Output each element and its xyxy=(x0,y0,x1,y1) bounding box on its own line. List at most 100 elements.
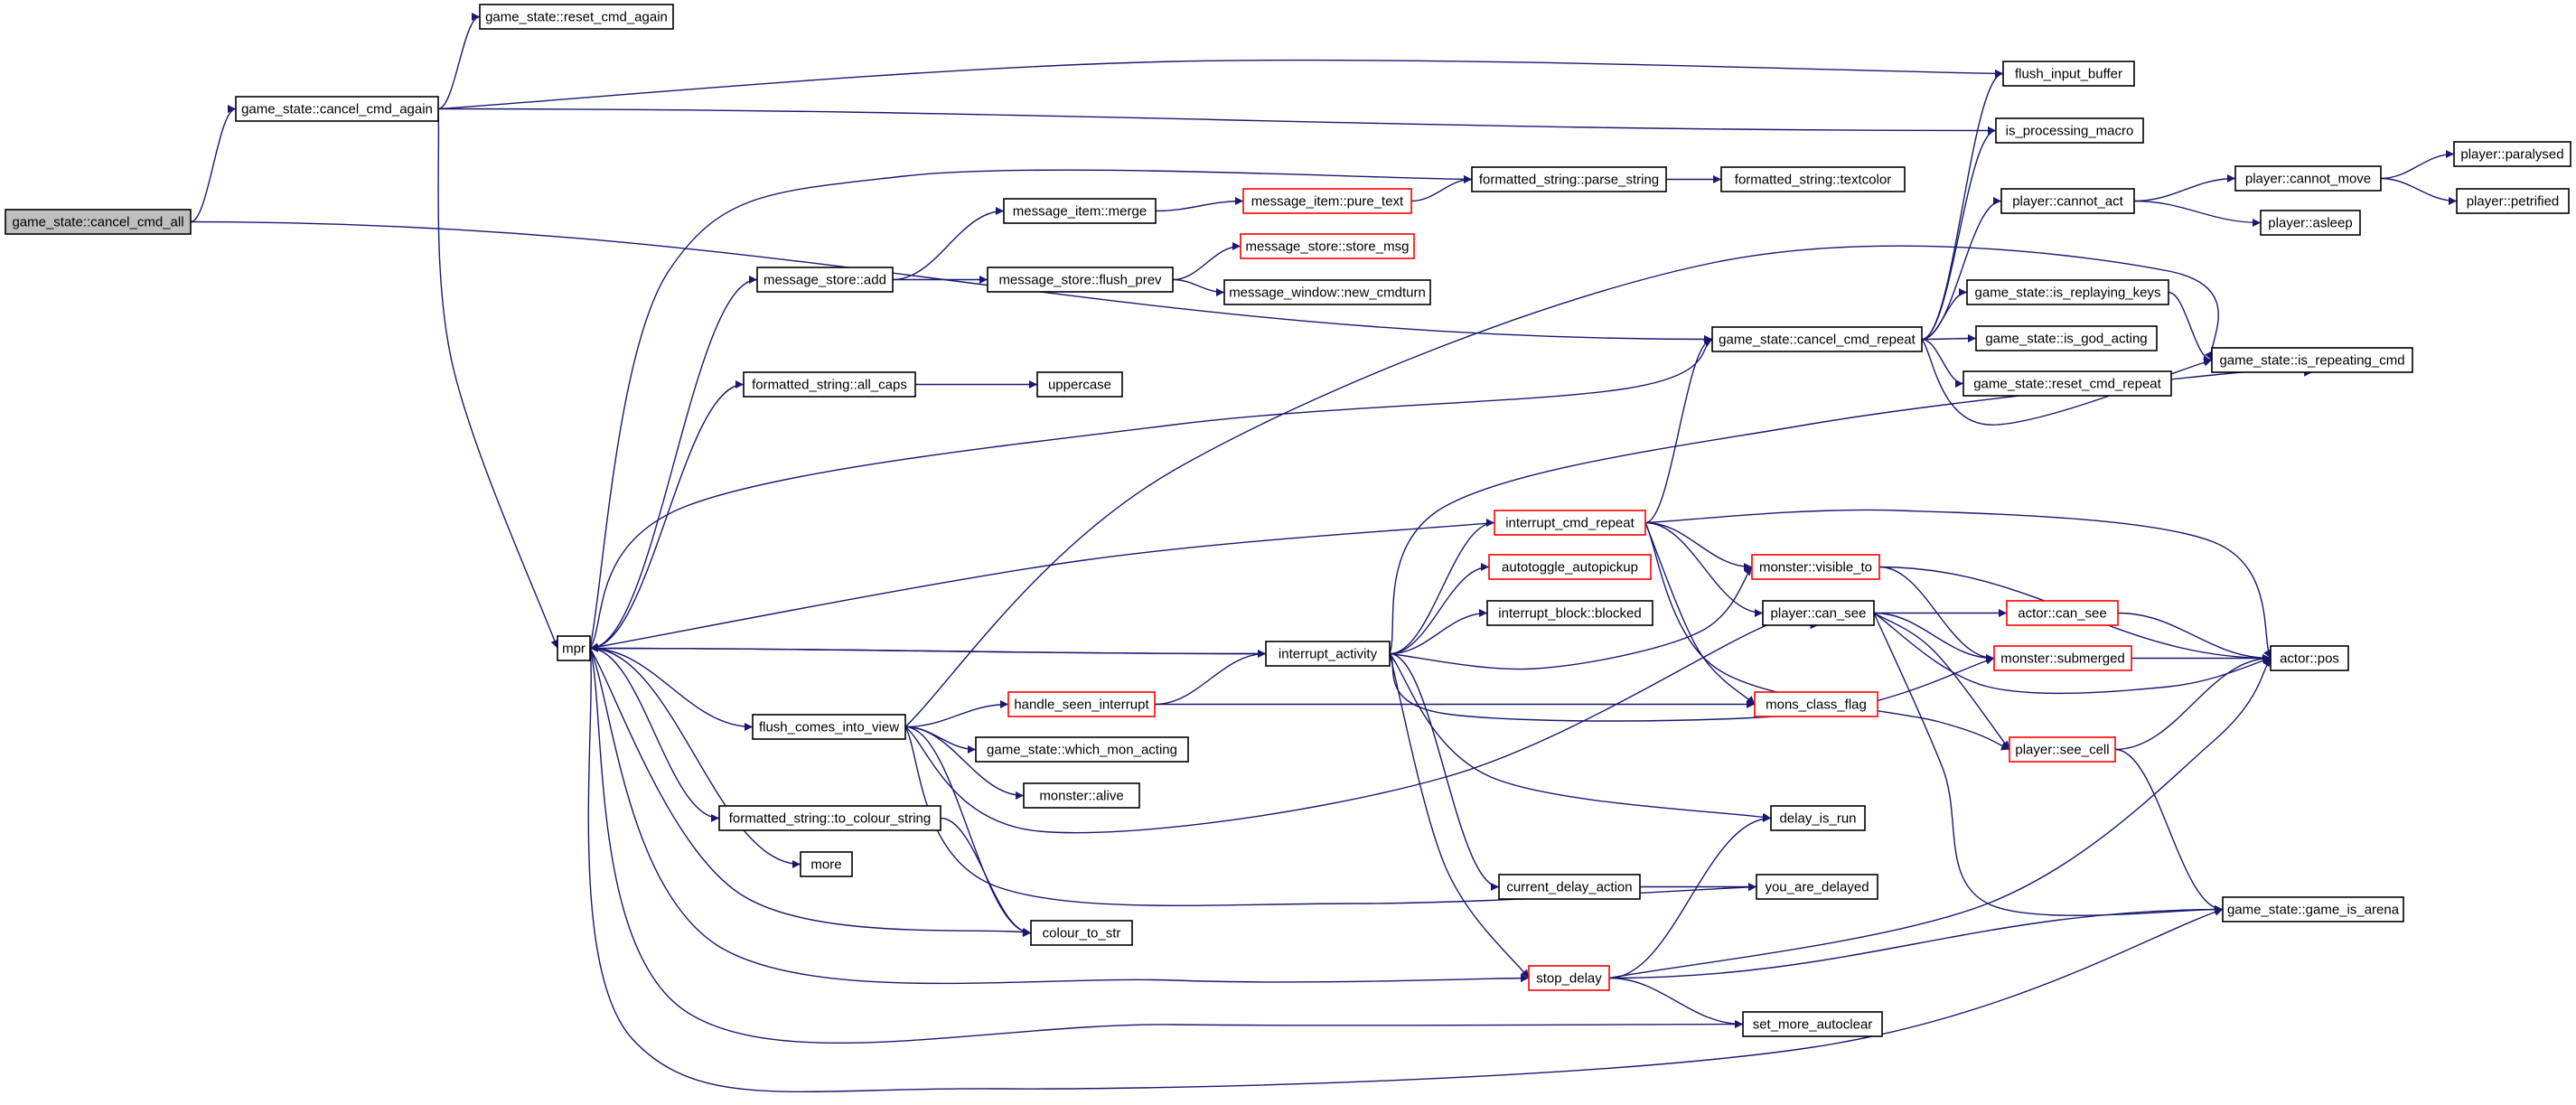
node-label: message_store::add xyxy=(763,273,886,288)
node-label: flush_input_buffer xyxy=(2015,67,2122,82)
edge-player-can-see-to-monster-submerged xyxy=(1873,612,1995,662)
node-cancel-cmd-all[interactable]: game_state::cancel_cmd_all xyxy=(5,209,192,235)
node-petrified[interactable]: player::petrified xyxy=(2456,188,2570,214)
edge-stop-delay-to-game-is-arena xyxy=(1608,905,2224,979)
edge-ms-flush-prev-to-mw-new-cmdturn xyxy=(1172,278,1225,296)
node-label: message_store::flush_prev xyxy=(998,273,1162,288)
node-is-processing-macro[interactable]: is_processing_macro xyxy=(1995,117,2144,144)
node-monster-submerged[interactable]: monster::submerged xyxy=(1993,645,2132,671)
node-interrupt-cmd-repeat[interactable]: interrupt_cmd_repeat xyxy=(1494,510,1646,536)
node-is-repeating-cmd[interactable]: game_state::is_repeating_cmd xyxy=(2211,347,2413,373)
edge-cannot-act-to-asleep xyxy=(2133,200,2262,227)
node-mi-merge[interactable]: message_item::merge xyxy=(1003,198,1157,224)
node-box xyxy=(1240,233,1415,259)
node-which-mon-acting[interactable]: game_state::which_mon_acting xyxy=(975,736,1189,763)
edge-stop-delay-to-actor-pos xyxy=(1608,658,2272,979)
node-label: autotoggle_autopickup xyxy=(1502,560,1638,576)
node-label: game_state::reset_cmd_repeat xyxy=(1973,377,2161,392)
node-label: formatted_string::all_caps xyxy=(752,378,907,393)
node-box xyxy=(1770,805,1866,831)
edge-cancel-cmd-repeat-to-is-replaying-keys xyxy=(1921,288,1968,341)
node-box xyxy=(718,805,941,831)
node-game-is-arena[interactable]: game_state::game_is_arena xyxy=(2222,896,2404,922)
node-autotoggle-autopickup[interactable]: autotoggle_autopickup xyxy=(1488,554,1652,580)
node-mi-pure-text[interactable]: message_item::pure_text xyxy=(1242,188,1412,214)
edge-ms-flush-prev-to-ms-store-msg xyxy=(1172,242,1241,281)
node-box xyxy=(2002,61,2135,87)
node-mons-class-flag[interactable]: mons_class_flag xyxy=(1754,691,1878,717)
node-box xyxy=(1488,554,1652,580)
edge-player-can-see-to-game-is-arena xyxy=(1873,613,2224,916)
node-is-replaying-keys[interactable]: game_state::is_replaying_keys xyxy=(1966,279,2169,305)
node-label: player::cannot_move xyxy=(2245,172,2371,187)
node-parse-string[interactable]: formatted_string::parse_string xyxy=(1471,166,1667,192)
node-label: delay_is_run xyxy=(1779,811,1856,827)
node-mpr[interactable]: mpr xyxy=(557,635,591,661)
node-box xyxy=(2260,210,2361,236)
edge-mpr-to-all-caps xyxy=(589,380,745,650)
edge-cancel-cmd-repeat-to-reset-cmd-repeat xyxy=(1921,338,1964,388)
node-label: handle_seen_interrupt xyxy=(1014,698,1149,713)
node-interrupt-activity[interactable]: interrupt_activity xyxy=(1265,641,1391,667)
node-box xyxy=(1023,782,1140,809)
node-box xyxy=(1486,600,1653,626)
node-ms-flush-prev[interactable]: message_store::flush_prev xyxy=(987,267,1174,293)
node-ms-store-msg[interactable]: message_store::store_msg xyxy=(1240,233,1415,259)
node-box xyxy=(5,209,192,235)
node-reset-cmd-repeat[interactable]: game_state::reset_cmd_repeat xyxy=(1962,370,2172,397)
edge-flush-comes-into-view-to-is-repeating-cmd xyxy=(904,245,2219,728)
edge-interrupt-activity-to-delay-is-run xyxy=(1389,653,1772,821)
node-asleep[interactable]: player::asleep xyxy=(2260,210,2361,236)
node-all-caps[interactable]: formatted_string::all_caps xyxy=(743,371,916,398)
edge-interrupt-cmd-repeat-to-mpr xyxy=(589,521,1495,651)
edge-cannot-act-to-cannot-move xyxy=(2133,174,2236,202)
node-label: you_are_delayed xyxy=(1765,880,1869,895)
edge-player-can-see-to-actor-pos xyxy=(1873,612,2272,695)
node-cancel-cmd-repeat[interactable]: game_state::cancel_cmd_repeat xyxy=(1711,326,1923,352)
node-handle-seen-interrupt[interactable]: handle_seen_interrupt xyxy=(1007,691,1156,717)
node-actor-can-see[interactable]: actor::can_see xyxy=(2006,600,2119,626)
node-paralysed[interactable]: player::paralysed xyxy=(2453,141,2571,167)
edge-cannot-move-to-paralysed xyxy=(2380,150,2455,180)
node-label: game_state::cancel_cmd_repeat xyxy=(1719,332,1916,348)
node-box xyxy=(1995,117,2144,144)
edge-mpr-to-colour-to-str xyxy=(589,648,1032,936)
node-cannot-move[interactable]: player::cannot_move xyxy=(2234,165,2382,192)
node-label: interrupt_block::blocked xyxy=(1498,606,1641,622)
node-ms-add[interactable]: message_store::add xyxy=(756,267,894,293)
node-box xyxy=(756,267,894,293)
node-label: monster::alive xyxy=(1039,789,1123,804)
node-flush-input-buffer[interactable]: flush_input_buffer xyxy=(2002,61,2135,87)
node-box xyxy=(752,714,906,740)
node-label: player::paralysed xyxy=(2460,147,2563,163)
node-set-more-autoclear[interactable]: set_more_autoclear xyxy=(1742,1011,1883,1037)
node-cancel-cmd-again[interactable]: game_state::cancel_cmd_again xyxy=(235,96,439,122)
node-to-colour-string[interactable]: formatted_string::to_colour_string xyxy=(718,805,941,831)
node-you-are-delayed[interactable]: you_are_delayed xyxy=(1756,874,1878,900)
node-textcolor[interactable]: formatted_string::textcolor xyxy=(1720,166,1906,192)
edge-cancel-cmd-again-to-mpr xyxy=(437,108,559,649)
node-stop-delay[interactable]: stop_delay xyxy=(1528,965,1610,991)
node-box xyxy=(2456,188,2570,214)
node-is-god-acting[interactable]: game_state::is_god_acting xyxy=(1975,325,2158,351)
node-more[interactable]: more xyxy=(800,851,853,877)
node-cannot-act[interactable]: player::cannot_act xyxy=(2000,188,2135,214)
node-colour-to-str[interactable]: colour_to_str xyxy=(1030,920,1133,946)
node-box xyxy=(1223,279,1431,305)
node-flush-comes-into-view[interactable]: flush_comes_into_view xyxy=(752,714,906,740)
node-current-delay-action[interactable]: current_delay_action xyxy=(1498,874,1641,900)
node-monster-alive[interactable]: monster::alive xyxy=(1023,782,1140,809)
node-interrupt-block-blocked[interactable]: interrupt_block::blocked xyxy=(1486,600,1653,626)
edge-interrupt-activity-to-current-delay-action xyxy=(1389,652,1500,891)
node-uppercase[interactable]: uppercase xyxy=(1036,371,1123,398)
node-reset-cmd-again[interactable]: game_state::reset_cmd_again xyxy=(479,4,674,30)
node-box xyxy=(1030,920,1133,946)
node-delay-is-run[interactable]: delay_is_run xyxy=(1770,805,1866,831)
node-label: interrupt_activity xyxy=(1279,647,1378,662)
node-player-see-cell[interactable]: player::see_cell xyxy=(2009,736,2116,763)
node-monster-visible-to[interactable]: monster::visible_to xyxy=(1751,554,1880,580)
node-mw-new-cmdturn[interactable]: message_window::new_cmdturn xyxy=(1223,279,1431,305)
node-label: player::asleep xyxy=(2268,216,2352,231)
node-actor-pos[interactable]: actor::pos xyxy=(2270,645,2349,671)
node-player-can-see[interactable]: player::can_see xyxy=(1762,600,1875,626)
